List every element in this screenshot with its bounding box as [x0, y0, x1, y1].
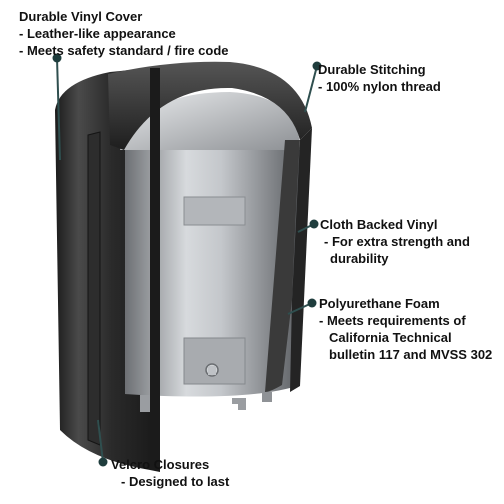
callout-title: Velcro Closures [111, 457, 210, 472]
callout-line: - Designed to last [121, 474, 230, 489]
callout-line: - Meets requirements of [319, 313, 466, 328]
callout-stitching: Durable Stitching - 100% nylon thread [318, 61, 441, 95]
callout-line: durability [330, 251, 389, 266]
callout-dot-velcro [98, 457, 108, 467]
callout-line: bulletin 117 and MVSS 302 [329, 347, 493, 362]
callout-cloth-vinyl: Cloth Backed Vinyl - For extra strength … [320, 216, 470, 267]
callout-velcro: Velcro Closures - Designed to last [111, 456, 229, 490]
callout-dot-stitching [312, 61, 322, 71]
callout-lines [52, 53, 322, 467]
callout-vinyl-cover: Durable Vinyl Cover - Leather-like appea… [19, 8, 229, 59]
upper-access-panel [183, 196, 246, 226]
callout-foam: Polyurethane Foam - Meets requirements o… [319, 295, 492, 363]
water-heater-tank [120, 92, 300, 412]
callout-title: Cloth Backed Vinyl [320, 217, 438, 232]
callout-dot-foam [307, 298, 317, 308]
callout-line: - 100% nylon thread [318, 79, 441, 94]
callout-line: - For extra strength and [324, 234, 470, 249]
callout-line: - Meets safety standard / fire code [19, 43, 229, 58]
callout-dot-cloth-vinyl [309, 219, 319, 229]
lower-access-panel [183, 337, 246, 385]
callout-line: - Leather-like appearance [19, 26, 176, 41]
callout-line: California Technical [329, 330, 452, 345]
callout-title: Durable Vinyl Cover [19, 9, 143, 24]
callout-title: Durable Stitching [318, 62, 426, 77]
callout-title: Polyurethane Foam [319, 296, 440, 311]
insulation-jacket-front [108, 61, 312, 472]
callout-dot-vinyl-cover [52, 53, 62, 63]
